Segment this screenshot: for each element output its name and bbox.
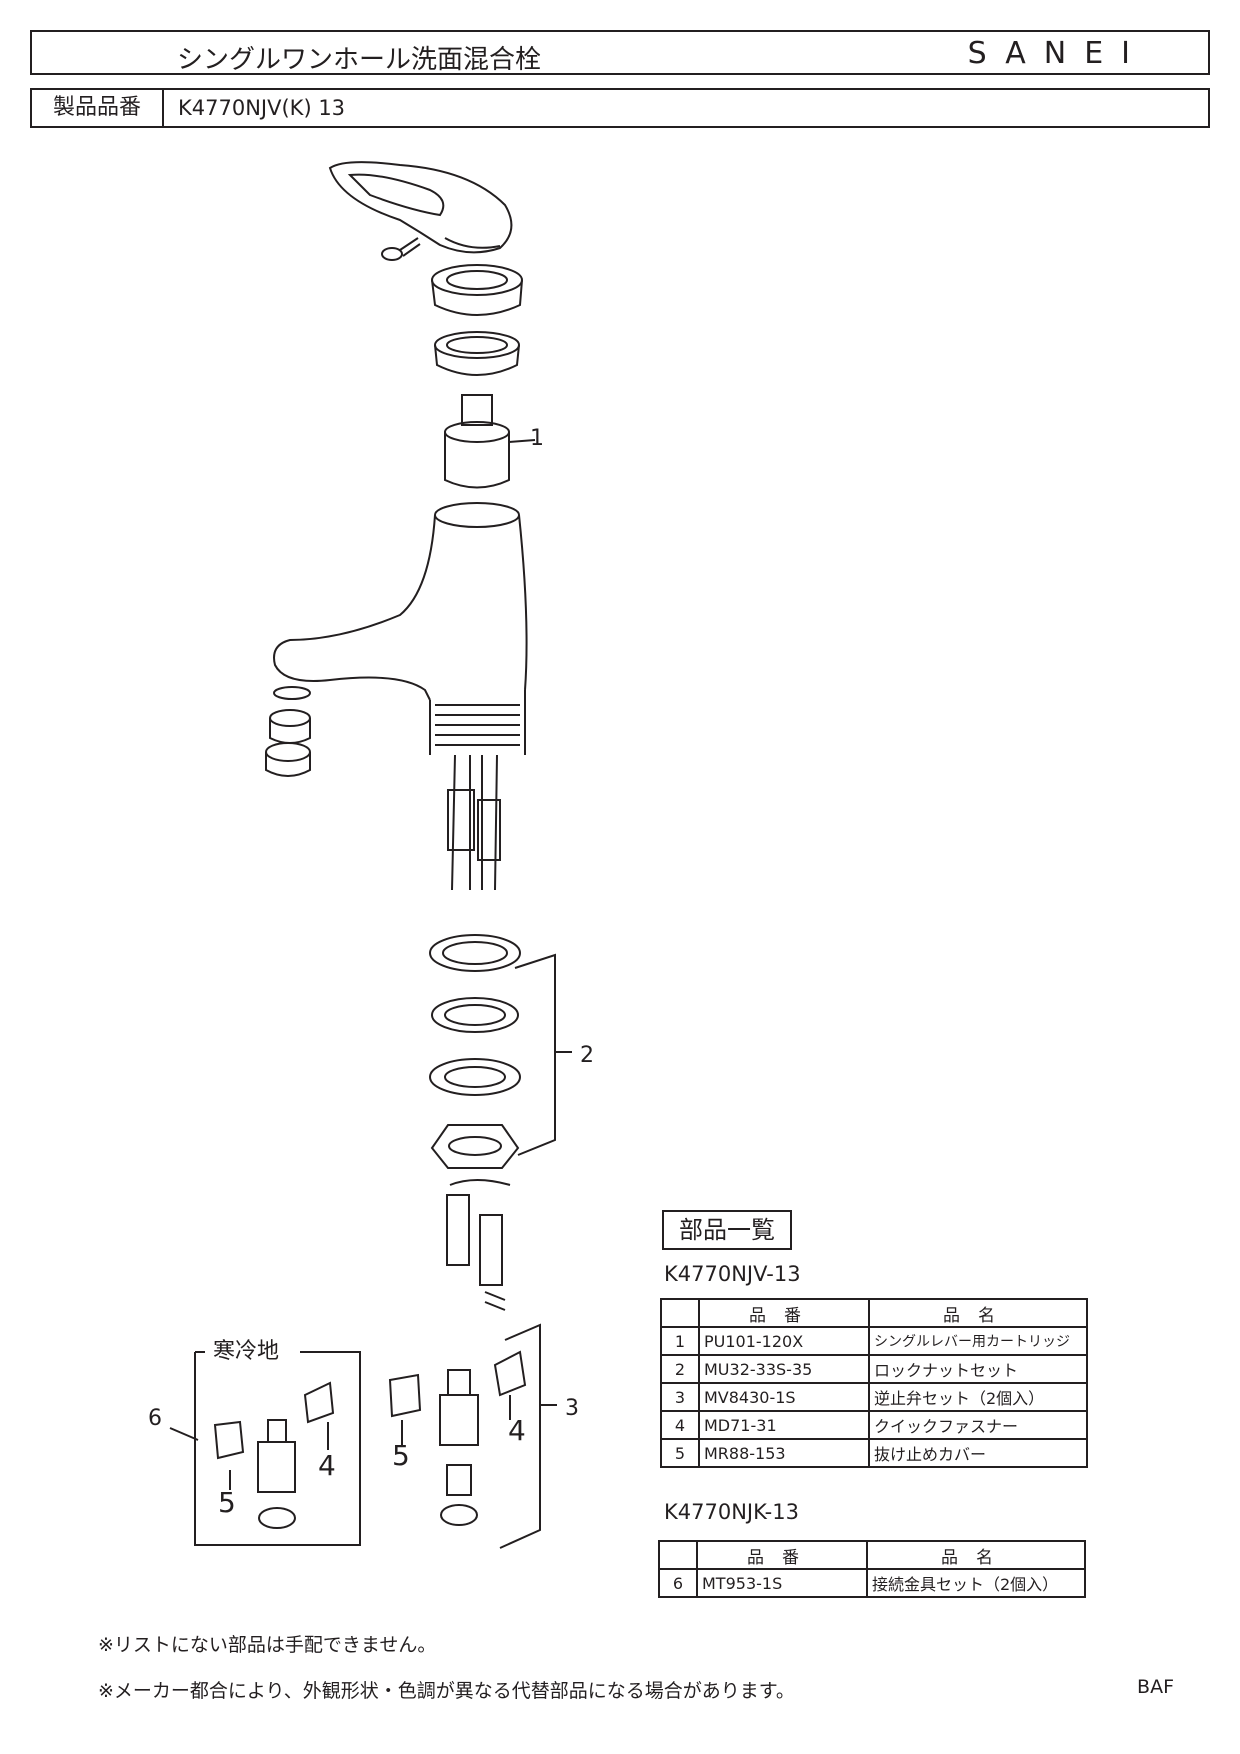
callout-6: 6 bbox=[148, 1406, 162, 1431]
locknut-set-drawing bbox=[429, 934, 572, 1169]
model-number-bar: 製品品番 K4770NJV(K) 13 bbox=[30, 88, 1210, 128]
col-name: 品名 bbox=[868, 1298, 1088, 1328]
note-2: ※メーカー都合により、外観形状・色調が異なる代替部品になる場合があります。 bbox=[98, 1680, 795, 1702]
faucet-body-drawing bbox=[273, 502, 528, 755]
lever-handle-drawing bbox=[328, 161, 513, 254]
parts-table-2: 品番 品名 6 MT953-1S 接続金具セット（2個入） bbox=[658, 1540, 1086, 1598]
cold-region-frame bbox=[194, 1351, 361, 1546]
parts-table-1: 品番 品名 1 PU101-120X シングルレバー用カートリッジ 2 MU32… bbox=[660, 1298, 1088, 1468]
callout-1: 1 bbox=[530, 426, 544, 451]
retaining-cover-drawing bbox=[388, 1373, 422, 1445]
table-row: 4 MD71-31 クイックファスナー bbox=[660, 1410, 1088, 1440]
callout-4-cold: 4 bbox=[318, 1449, 336, 1482]
parts-list-heading: 部品一覧 bbox=[662, 1210, 792, 1250]
col-name: 品名 bbox=[866, 1540, 1086, 1570]
table-header-row: 品番 品名 bbox=[658, 1540, 1086, 1570]
hose-ends-drawing bbox=[446, 1179, 511, 1311]
table1-model: K4770NJV-13 bbox=[664, 1262, 801, 1286]
cap-drawing bbox=[431, 264, 523, 316]
brand-logo: SANEI bbox=[967, 36, 1148, 71]
table-row: 1 PU101-120X シングルレバー用カートリッジ bbox=[660, 1326, 1088, 1356]
set-screw-drawing bbox=[381, 237, 421, 261]
callout-4: 4 bbox=[508, 1414, 526, 1447]
callout-5-cold: 5 bbox=[218, 1486, 236, 1519]
ring-nut-drawing bbox=[434, 331, 520, 376]
cartridge-drawing bbox=[444, 394, 536, 489]
table-row: 2 MU32-33S-35 ロックナットセット bbox=[660, 1354, 1088, 1384]
table-row: 3 MV8430-1S 逆止弁セット（2個入） bbox=[660, 1382, 1088, 1412]
table-header-row: 品番 品名 bbox=[660, 1298, 1088, 1328]
connection-fitting-drawing bbox=[169, 1381, 335, 1529]
table-row: 5 MR88-153 抜け止めカバー bbox=[660, 1438, 1088, 1468]
product-title: シングルワンホール洗面混合栓 bbox=[177, 45, 542, 75]
cold-region-label: 寒冷地 bbox=[213, 1339, 279, 1364]
table2-model: K4770NJK-13 bbox=[664, 1500, 799, 1524]
title-bar: シングルワンホール洗面混合栓 SANEI bbox=[30, 30, 1210, 75]
table-row: 6 MT953-1S 接続金具セット（2個入） bbox=[658, 1568, 1086, 1598]
col-code: 品番 bbox=[696, 1540, 868, 1570]
supply-hoses-drawing bbox=[447, 754, 501, 891]
model-number-label: 製品品番 bbox=[32, 90, 164, 126]
footer-code: BAF bbox=[1137, 1676, 1174, 1698]
col-code: 品番 bbox=[698, 1298, 870, 1328]
callout-3: 3 bbox=[565, 1396, 579, 1421]
note-1: ※リストにない部品は手配できません。 bbox=[98, 1634, 437, 1656]
check-valve-drawing bbox=[439, 1323, 557, 1549]
callout-5: 5 bbox=[392, 1439, 410, 1472]
callout-2: 2 bbox=[580, 1043, 594, 1068]
quick-fastener-drawing bbox=[493, 1350, 527, 1420]
aerator-drawing bbox=[265, 686, 311, 777]
model-number-value: K4770NJV(K) 13 bbox=[178, 96, 346, 120]
